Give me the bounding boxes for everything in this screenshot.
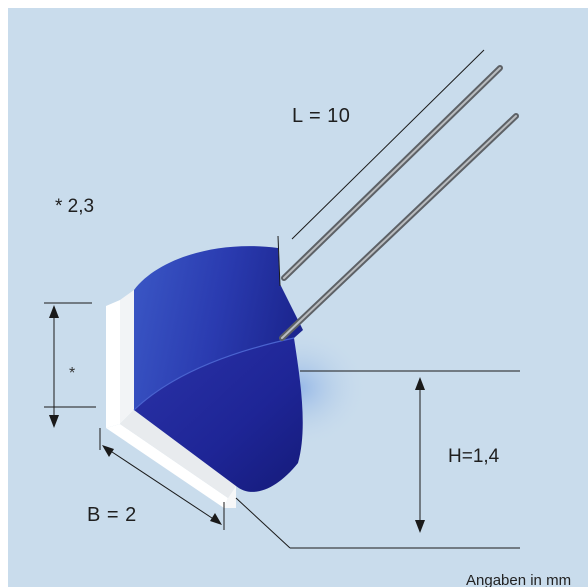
width-arrow-left <box>102 445 114 457</box>
height-arrow-down <box>415 520 425 533</box>
length-label: L = 10 <box>292 105 351 127</box>
star-arrow-up <box>49 305 59 318</box>
body-edge-highlight <box>133 337 295 411</box>
sensor-dimension-diagram: L = 10 * 2,3 * H=1,4 B = 2 Angaben in mm <box>8 8 588 587</box>
height-leader-line <box>235 497 291 549</box>
body-front-face <box>134 338 303 492</box>
star-dimension-label: * 2,3 <box>55 196 95 217</box>
width-dimension-line <box>105 447 219 523</box>
lead-wires <box>279 65 519 341</box>
height-label: H=1,4 <box>448 446 500 467</box>
height-arrow-up <box>415 377 425 390</box>
diagram-canvas <box>44 49 520 549</box>
body-top-face <box>134 246 303 410</box>
width-arrow-right <box>210 513 222 525</box>
star-arrow-down <box>49 415 59 428</box>
width-label: B = 2 <box>87 504 137 526</box>
star-marker-label: * <box>69 365 76 382</box>
ceramic-base <box>106 290 236 508</box>
length-dimension-line <box>291 49 485 240</box>
units-note: Angaben in mm <box>466 572 572 587</box>
dimension-lines <box>44 49 520 549</box>
length-extension-line <box>277 235 281 287</box>
